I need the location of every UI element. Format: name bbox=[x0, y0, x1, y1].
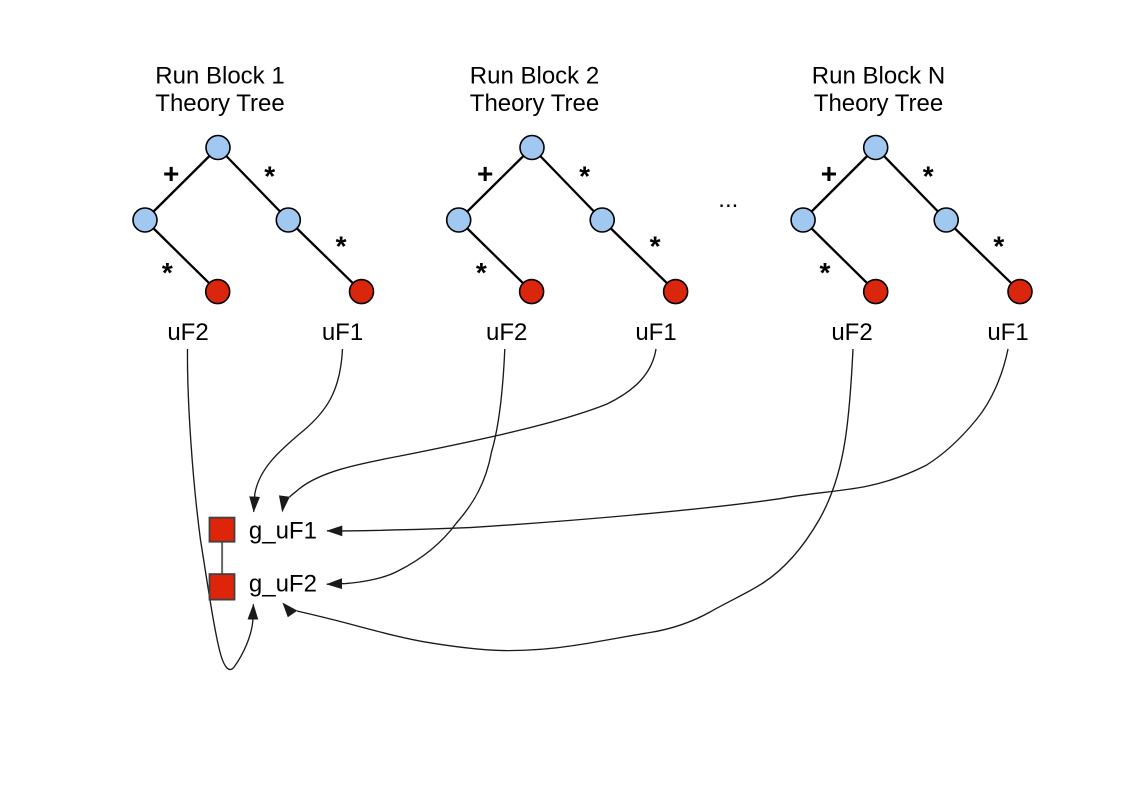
svg-text:*: * bbox=[476, 257, 487, 288]
svg-text:+: + bbox=[821, 158, 837, 189]
svg-text:uF1: uF1 bbox=[987, 319, 1028, 346]
svg-text:*: * bbox=[579, 161, 590, 192]
svg-text:uF1: uF1 bbox=[322, 319, 363, 346]
svg-text:Theory Tree: Theory Tree bbox=[814, 90, 943, 117]
svg-text:g_uF1: g_uF1 bbox=[249, 518, 317, 545]
svg-text:*: * bbox=[336, 230, 347, 261]
svg-text:+: + bbox=[477, 158, 493, 189]
svg-text:*: * bbox=[264, 161, 275, 192]
svg-text:*: * bbox=[993, 230, 1004, 261]
svg-text:+: + bbox=[163, 158, 179, 189]
svg-text:uF2: uF2 bbox=[831, 319, 872, 346]
svg-text:*: * bbox=[923, 161, 934, 192]
svg-text:Run Block 1: Run Block 1 bbox=[155, 63, 284, 90]
svg-text:Theory Tree: Theory Tree bbox=[155, 90, 284, 117]
svg-text:...: ... bbox=[718, 186, 738, 213]
svg-text:g_uF2: g_uF2 bbox=[249, 570, 317, 597]
svg-text:uF2: uF2 bbox=[486, 319, 527, 346]
svg-text:uF2: uF2 bbox=[167, 319, 208, 346]
svg-text:Theory Tree: Theory Tree bbox=[470, 90, 599, 117]
svg-text:*: * bbox=[162, 257, 173, 288]
svg-text:Run Block N: Run Block N bbox=[812, 63, 945, 90]
svg-text:Run Block 2: Run Block 2 bbox=[470, 63, 599, 90]
svg-text:uF1: uF1 bbox=[635, 319, 676, 346]
svg-text:*: * bbox=[650, 230, 661, 261]
svg-text:*: * bbox=[820, 257, 831, 288]
